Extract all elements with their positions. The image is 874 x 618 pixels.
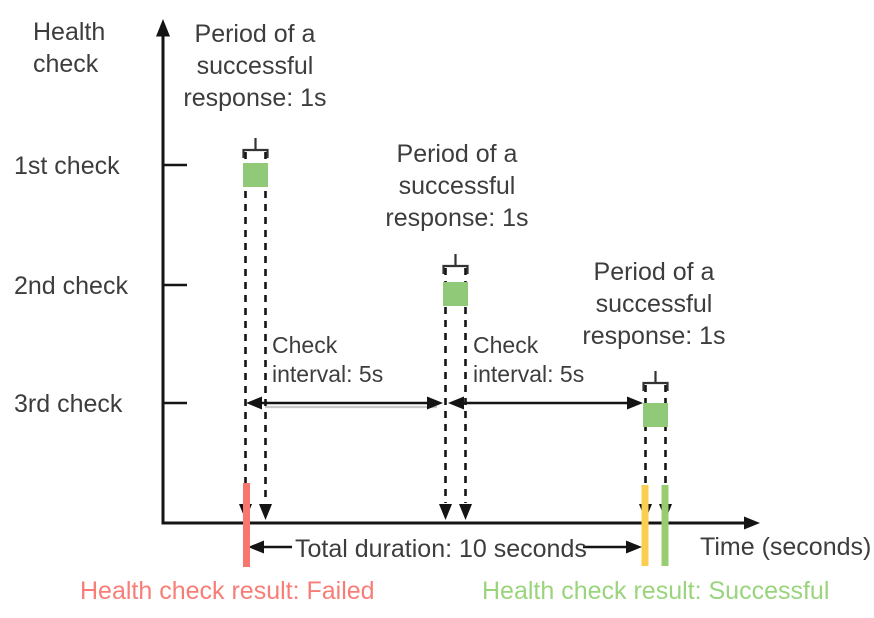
x-axis-title: Time (seconds) xyxy=(700,533,872,561)
total-duration-label: Total duration: 10 seconds xyxy=(295,535,587,563)
failed-result-bar xyxy=(243,483,250,567)
successful-result-label: Health check result: Successful xyxy=(482,577,830,605)
failed-result-label: Health check result: Failed xyxy=(80,577,375,605)
period-bracket-3 xyxy=(642,371,669,391)
success-period-square-3 xyxy=(643,403,668,427)
period-bracket-2 xyxy=(442,254,469,274)
y-axis-title: Health check xyxy=(33,18,106,78)
check-interval-label-1: Check interval: 5s xyxy=(272,332,384,387)
check-interval-arrow-2-right-head-icon xyxy=(627,396,643,410)
y-axis-arrowhead-icon xyxy=(156,19,170,37)
x-axis-arrowhead-icon xyxy=(744,516,760,530)
check-interval-arrow-1-left-head-icon xyxy=(246,396,262,410)
y-tick-label-3rd-check: 3rd check xyxy=(14,390,123,418)
total-duration-arrow-left-head-icon xyxy=(248,540,264,554)
down-arrowhead-icon xyxy=(259,504,272,520)
period-label-2: Period of a successful response: 1s xyxy=(385,140,529,232)
check-interval-arrow-1-right-head-icon xyxy=(427,396,443,410)
check-interval-arrow-2-left-head-icon xyxy=(448,396,464,410)
y-tick-label-2nd-check: 2nd check xyxy=(14,272,128,300)
successful-result-bar xyxy=(661,485,669,566)
period-bracket-1 xyxy=(242,138,269,158)
down-arrowhead-icon xyxy=(459,504,472,520)
y-tick-label-1st-check: 1st check xyxy=(14,152,120,180)
success-period-square-1 xyxy=(243,163,268,187)
total-duration-arrow-right-head-icon xyxy=(626,540,642,554)
duration-end-bar xyxy=(641,485,649,566)
period-label-3: Period of a successful response: 1s xyxy=(582,258,726,350)
down-arrowhead-icon xyxy=(439,504,452,520)
check-interval-label-2: Check interval: 5s xyxy=(473,332,585,387)
period-label-1: Period of a successful response: 1s xyxy=(183,20,327,112)
success-period-square-2 xyxy=(443,282,468,306)
